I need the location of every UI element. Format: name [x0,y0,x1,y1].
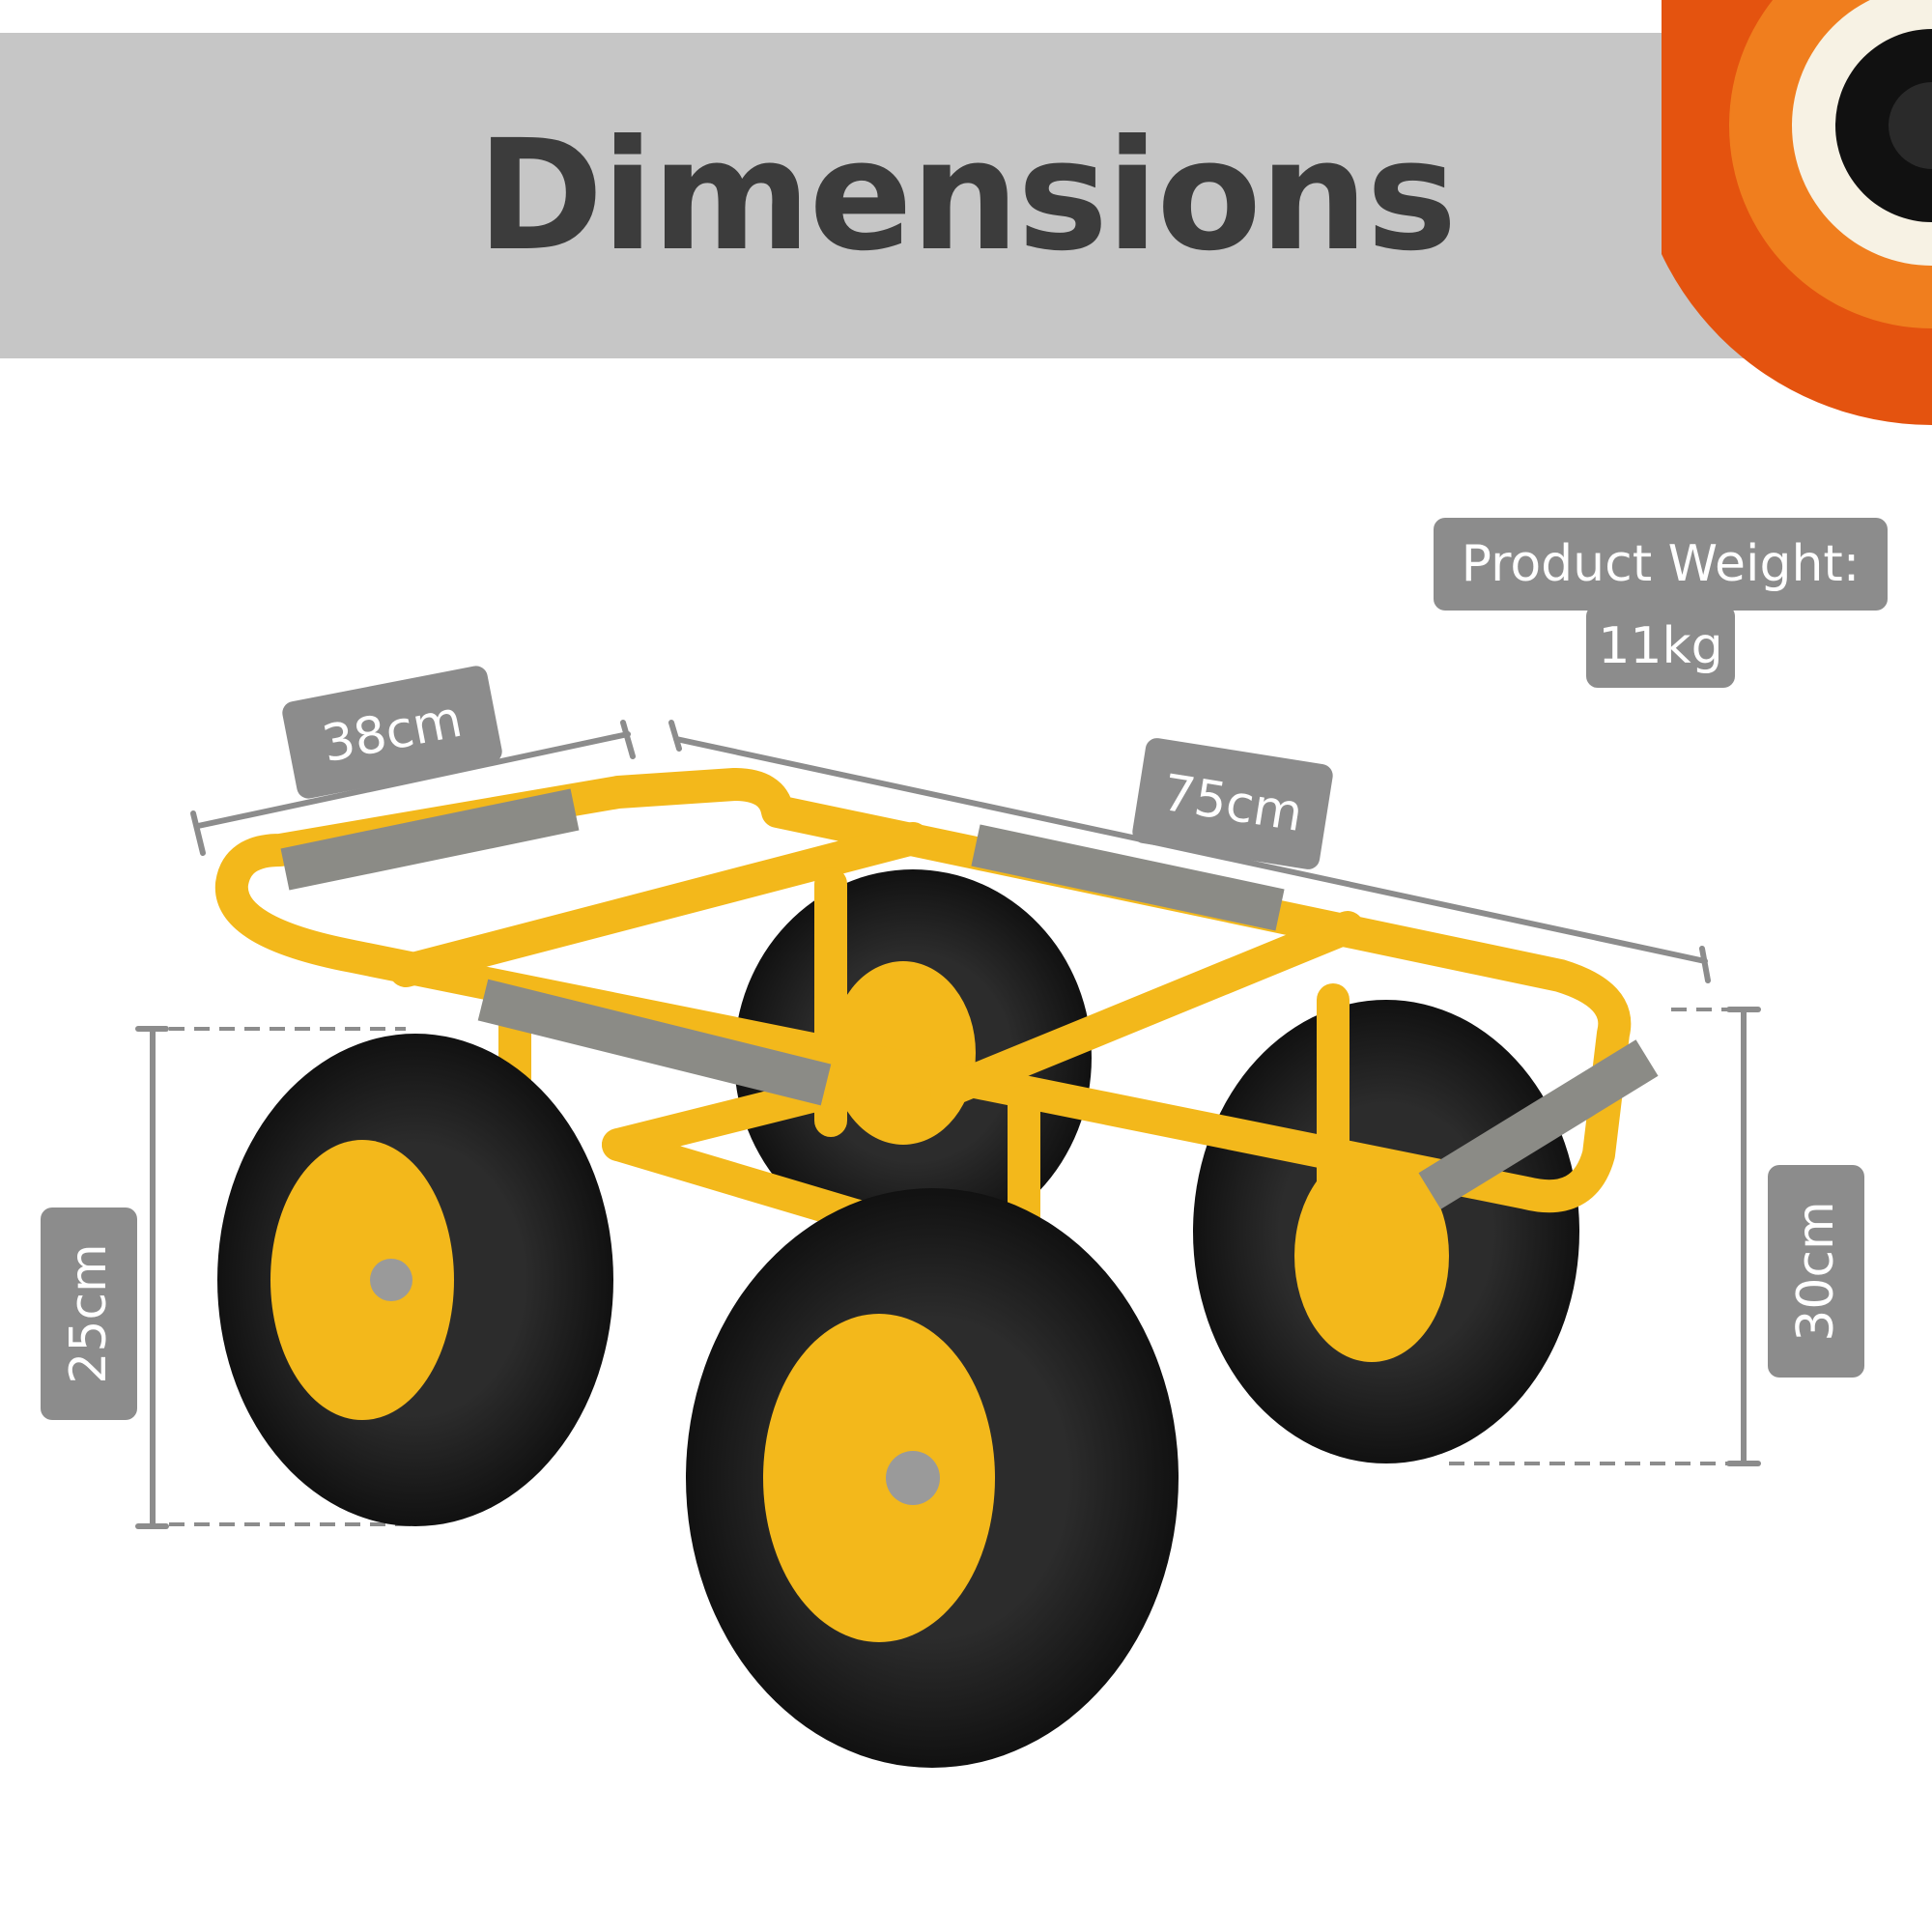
rear-right-wheel [1193,1000,1579,1463]
page-title: Dimensions [476,106,1458,285]
dashed-guides [169,1008,1729,1526]
frame-bumpers [280,788,1659,1209]
deck-height-dimension-label: 25cm [41,1208,137,1420]
overall-height-dimension-label: 30cm [1768,1165,1864,1378]
product-weight-value: 11kg [1586,605,1735,688]
front-right-wheel [686,1188,1179,1768]
target-logo-icon [1662,0,1932,425]
title-banner [0,33,1797,358]
front-left-wheel [217,1034,613,1526]
product-weight-label: Product Weight: [1434,518,1888,611]
